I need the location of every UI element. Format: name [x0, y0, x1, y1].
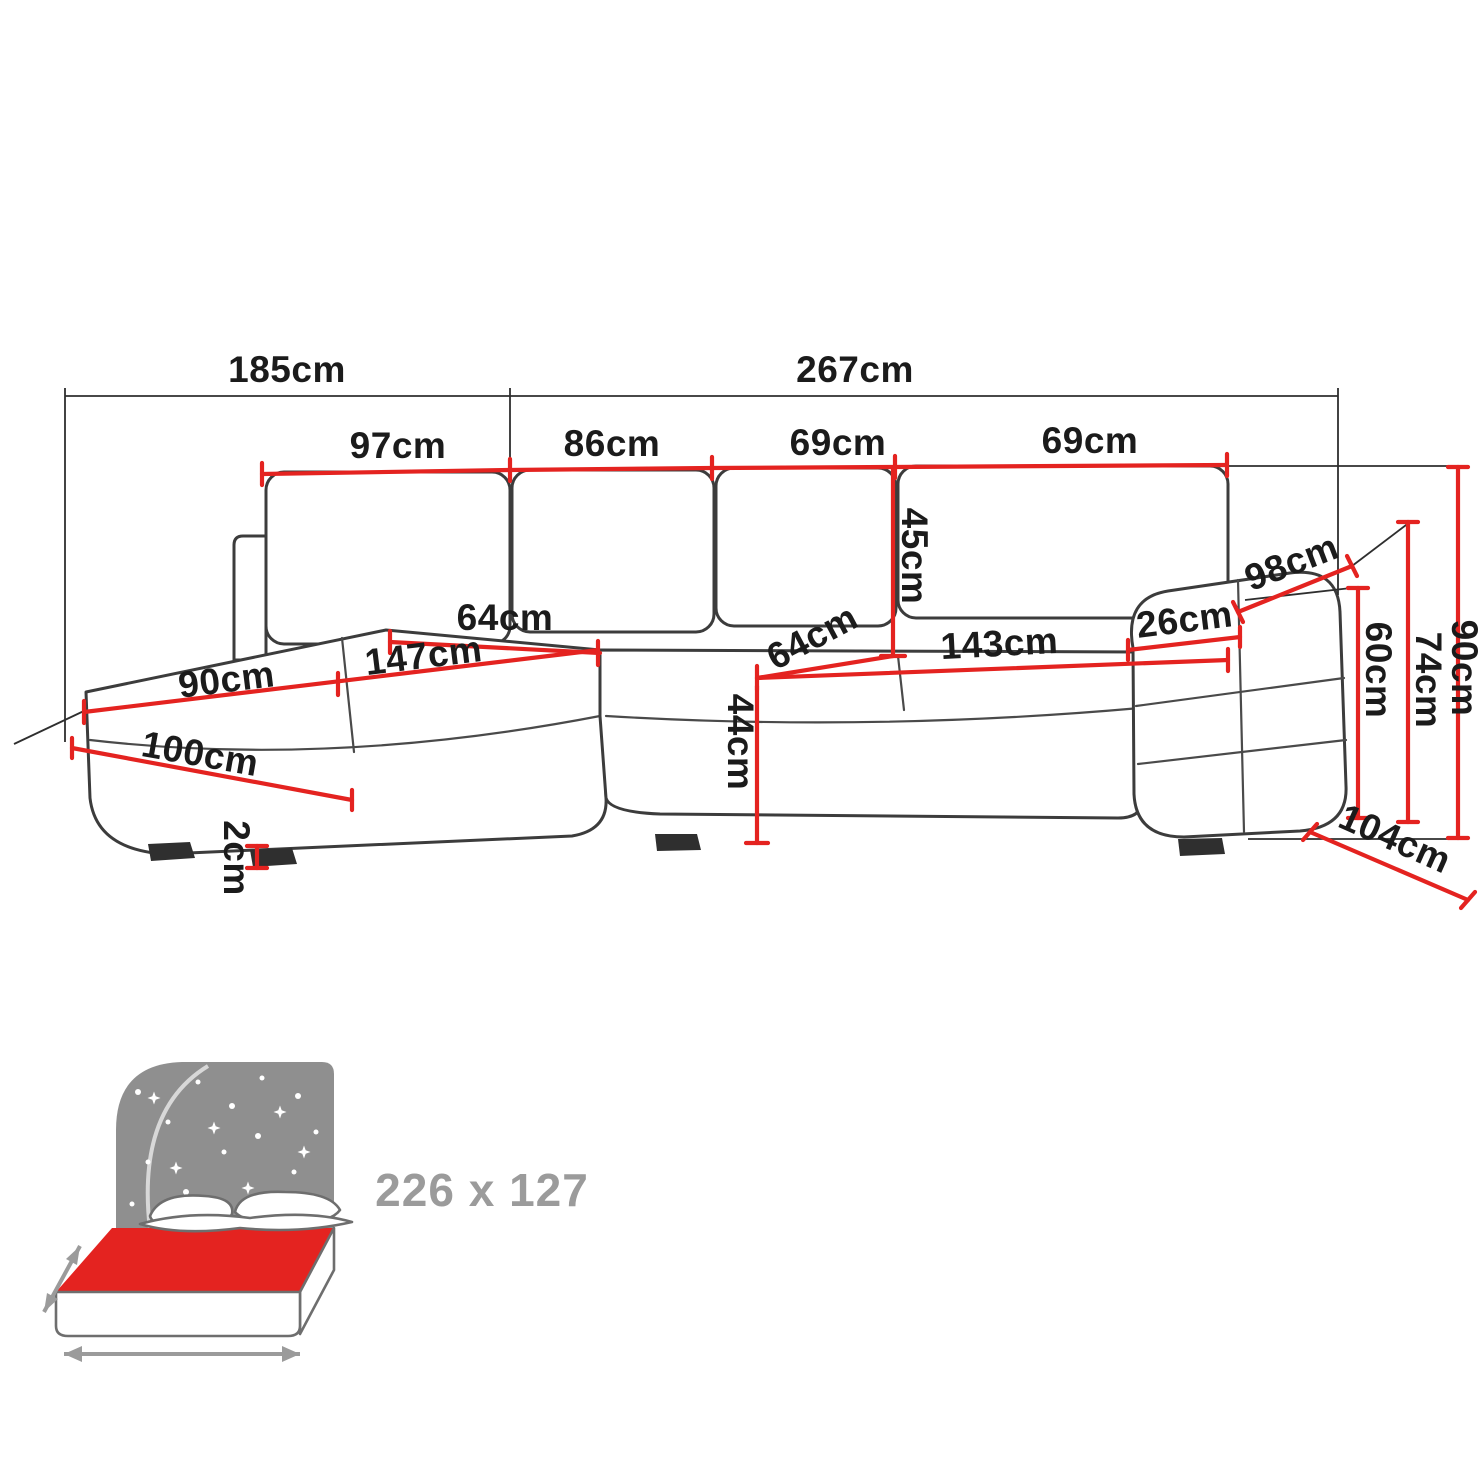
ext-right-armrest-74: [1351, 521, 1411, 567]
sofa-back-cushion-3: [714, 466, 898, 628]
label-back-cushion-3: 69cm: [790, 422, 887, 463]
bed-mattress-front: [54, 1290, 302, 1338]
dimline-chaise-front: [69, 745, 355, 803]
label-chaise-front-length: 100cm: [139, 723, 262, 784]
sofa-right-armrest-seam-3: [1236, 578, 1246, 834]
label-height-seat: 60cm: [1358, 622, 1399, 719]
ext-left-corner: [13, 709, 87, 745]
label-height-total: 90cm: [1444, 620, 1480, 717]
dimline-seat-width: [754, 657, 1231, 681]
bed-mattress-top-red: [56, 1228, 334, 1292]
bed-stars: [129, 1075, 319, 1216]
dimline-seat-depth-right: [754, 653, 896, 681]
sofa-chaise-front-seam: [88, 714, 602, 751]
sofa-foot-1: [148, 842, 195, 861]
label-leg-height: 2cm: [216, 820, 257, 896]
dimline-chaise-diagonal: [81, 647, 601, 715]
extension-lines: [13, 388, 1460, 840]
ext-right-seat-60: [1244, 586, 1361, 601]
sofa-seat-front-seam: [604, 706, 1142, 724]
sleeping-area-size: 226 x 127: [375, 1164, 589, 1216]
dimension-labels: 185cm 267cm 97cm 86cm 69cm 69cm 45cm 64c…: [139, 349, 1480, 896]
bed-duvet-fold: [138, 1213, 354, 1233]
sleeping-area-icon: 226 x 127: [42, 1062, 589, 1362]
label-backrest-height: 45cm: [894, 508, 935, 605]
label-seat-width: 143cm: [939, 620, 1059, 667]
sofa-chaise-cushion-seam: [340, 636, 356, 754]
label-back-cushion-1: 97cm: [350, 425, 447, 466]
bed-headboard-curl: [145, 1064, 210, 1231]
sofa-foot-2: [250, 848, 297, 867]
label-armrest-width: 26cm: [1134, 593, 1235, 645]
label-total-width-left: 185cm: [228, 349, 346, 390]
sofa-foot-3: [655, 834, 701, 851]
label-seat-height: 44cm: [720, 694, 761, 791]
sofa-right-armrest: [1130, 570, 1348, 839]
label-back-cushion-4: 69cm: [1042, 420, 1139, 461]
sofa-seat-divider-seam: [896, 654, 906, 712]
dimension-lines: [69, 451, 1478, 911]
sofa-left-armrest: [232, 534, 268, 662]
bed-depth-arrow: [42, 1245, 82, 1313]
label-height-armrest: 74cm: [1408, 632, 1449, 729]
dimline-seat-depth-left: [387, 639, 603, 656]
label-chaise-width: 90cm: [176, 653, 277, 705]
label-chaise-length: 147cm: [363, 628, 485, 683]
label-seat-depth-left: 64cm: [457, 597, 554, 638]
dimline-armrest-length: [1235, 563, 1355, 615]
dimline-depth-total: [1307, 829, 1471, 903]
label-total-width-right: 267cm: [796, 349, 914, 390]
sofa-foot-4: [1178, 838, 1225, 856]
sofa-drawing: [84, 464, 1348, 867]
label-back-cushion-2: 86cm: [564, 423, 661, 464]
dimline-armrest-width: [1125, 634, 1243, 653]
bed-width-arrow: [64, 1346, 300, 1362]
